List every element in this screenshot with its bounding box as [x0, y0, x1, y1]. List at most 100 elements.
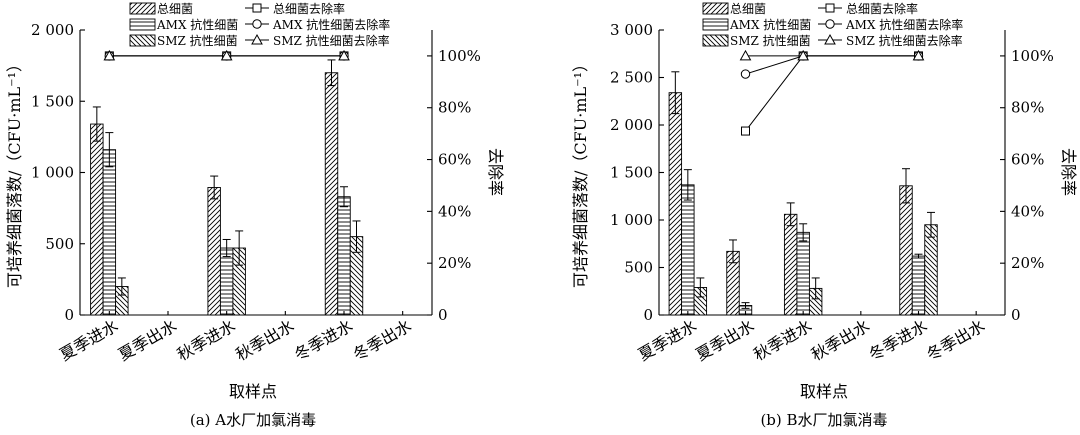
legend-marker	[251, 33, 263, 45]
bar	[783, 213, 798, 316]
rate-marker	[741, 126, 750, 136]
chart-panel-a: 0 500 1 000 1 500 2 000 0 20% 40% 60% 80% 100% 夏季进…	[5, 1, 505, 429]
x-tick-label: 秋季出水	[232, 316, 297, 364]
y2-tick-label: 40%	[438, 202, 471, 220]
legend-label: 总细菌	[730, 2, 766, 16]
legend-swatch	[129, 18, 156, 31]
panel-a-ticks: 0 500 1 000 1 500 2 000 0 20% 40% 60% 80% 100%	[31, 21, 481, 324]
panel-b-bars	[668, 71, 938, 316]
y-tick-label: 1 500	[610, 164, 653, 182]
legend-swatch	[129, 2, 156, 15]
bar	[911, 255, 926, 316]
y2-tick-label: 20%	[1011, 254, 1044, 272]
legend-marker	[825, 3, 835, 13]
legend-label: SMZ 抗性细菌去除率	[273, 33, 390, 48]
rate-marker	[220, 49, 233, 61]
panel-a-y2-axis-label: 去除率	[486, 148, 505, 196]
y-tick-label: 2 000	[31, 21, 74, 39]
y2-tick-label: 60%	[1011, 151, 1044, 169]
y2-tick-label: 40%	[1011, 202, 1044, 220]
rate-marker	[338, 49, 350, 61]
legend-label: AMX 抗性细菌	[156, 17, 238, 32]
panel-b-x-axis-label: 取样点	[800, 382, 848, 401]
y2-tick-label: 80%	[438, 99, 471, 117]
bar	[90, 123, 104, 316]
rate-line	[745, 55, 919, 75]
panel-b-lines	[739, 49, 925, 136]
y2-tick-label: 80%	[1011, 99, 1044, 117]
legend-label: 总细菌去除率	[273, 1, 345, 16]
y-tick-label: 1 500	[31, 92, 74, 110]
legend-label: 总细菌	[157, 2, 193, 16]
y-tick-label: 0	[643, 306, 653, 324]
legend-label: AMX 抗性细菌去除率	[272, 17, 390, 32]
x-tick-label: 冬季进水	[866, 316, 931, 364]
x-tick-label: 秋季进水	[750, 316, 815, 364]
legend-label: SMZ 抗性细菌	[157, 33, 238, 48]
rate-line	[745, 55, 919, 132]
chart-panel-b: 0 500 1 000 1 500 2 000 2 500 3 000 0 20% 40% 60% 8…	[571, 1, 1078, 429]
panel-a-caption: (a) A水厂加氯消毒	[190, 411, 316, 429]
legend-swatch	[702, 18, 729, 31]
panel-a-y-axis-label: 可培养细菌落数/（CFU·mL⁻¹）	[5, 56, 24, 288]
bar	[207, 187, 221, 316]
y2-tick-label: 100%	[438, 47, 481, 65]
y2-tick-label: 60%	[438, 151, 471, 169]
y2-tick-label: 100%	[1011, 47, 1054, 65]
panel-b-y-axis-label: 可培养细菌落数/（CFU·mL⁻¹）	[571, 56, 590, 288]
x-tick-label: 冬季出水	[923, 316, 988, 364]
panel-a-axes	[79, 30, 433, 316]
legend-label: AMX 抗性细菌	[729, 17, 811, 32]
legend-swatch	[129, 34, 156, 47]
legend-marker	[825, 19, 835, 29]
y-tick-label: 500	[624, 259, 653, 277]
rate-marker	[740, 69, 751, 79]
x-tick-label: 秋季进水	[174, 316, 239, 364]
rate-marker	[912, 49, 925, 61]
y-tick-label: 2 500	[610, 69, 653, 87]
bar	[219, 247, 234, 316]
rate-marker	[739, 49, 752, 61]
panel-b-y2-axis-label: 去除率	[1059, 148, 1078, 196]
y-tick-label: 1 000	[610, 211, 653, 229]
bar	[337, 196, 351, 316]
legend-label: SMZ 抗性细菌去除率	[846, 33, 963, 48]
y-tick-label: 3 000	[610, 21, 653, 39]
panel-a-x-axis-label: 取样点	[229, 382, 277, 401]
legend-swatch	[702, 34, 729, 47]
y2-tick-label: 0	[438, 306, 448, 324]
y2-tick-label: 0	[1011, 306, 1021, 324]
legend-label: AMX 抗性细菌去除率	[845, 17, 963, 32]
bar	[681, 184, 695, 316]
bar	[899, 185, 913, 316]
rate-marker	[103, 49, 116, 61]
legend-label: SMZ 抗性细菌	[730, 33, 811, 48]
panel-a-lines	[103, 49, 350, 61]
panel-b-caption: (b) B水厂加氯消毒	[760, 411, 887, 429]
panel-b-axes	[658, 30, 1006, 316]
panel-b-ticks: 0 500 1 000 1 500 2 000 2 500 3 000 0 20% 40% 60% 8…	[610, 21, 1054, 324]
x-tick-label: 秋季出水	[808, 316, 873, 364]
x-tick-label: 夏季出水	[115, 316, 180, 364]
y2-tick-label: 20%	[438, 254, 471, 272]
y-tick-label: 500	[45, 235, 74, 253]
y-tick-label: 0	[64, 306, 74, 324]
legend-swatch	[702, 2, 729, 15]
bar	[324, 72, 339, 316]
y-tick-label: 1 000	[31, 164, 74, 182]
bar	[668, 92, 683, 316]
legend-marker	[252, 3, 262, 13]
x-tick-label: 冬季进水	[291, 316, 356, 364]
y-tick-label: 2 000	[610, 116, 653, 134]
legend-marker	[824, 33, 836, 45]
x-tick-label: 冬季出水	[350, 316, 415, 364]
x-tick-label: 夏季出水	[693, 316, 758, 364]
bar	[924, 224, 938, 316]
panel-a-bars	[90, 59, 364, 316]
legend-marker	[252, 19, 262, 29]
rate-marker	[797, 49, 810, 61]
